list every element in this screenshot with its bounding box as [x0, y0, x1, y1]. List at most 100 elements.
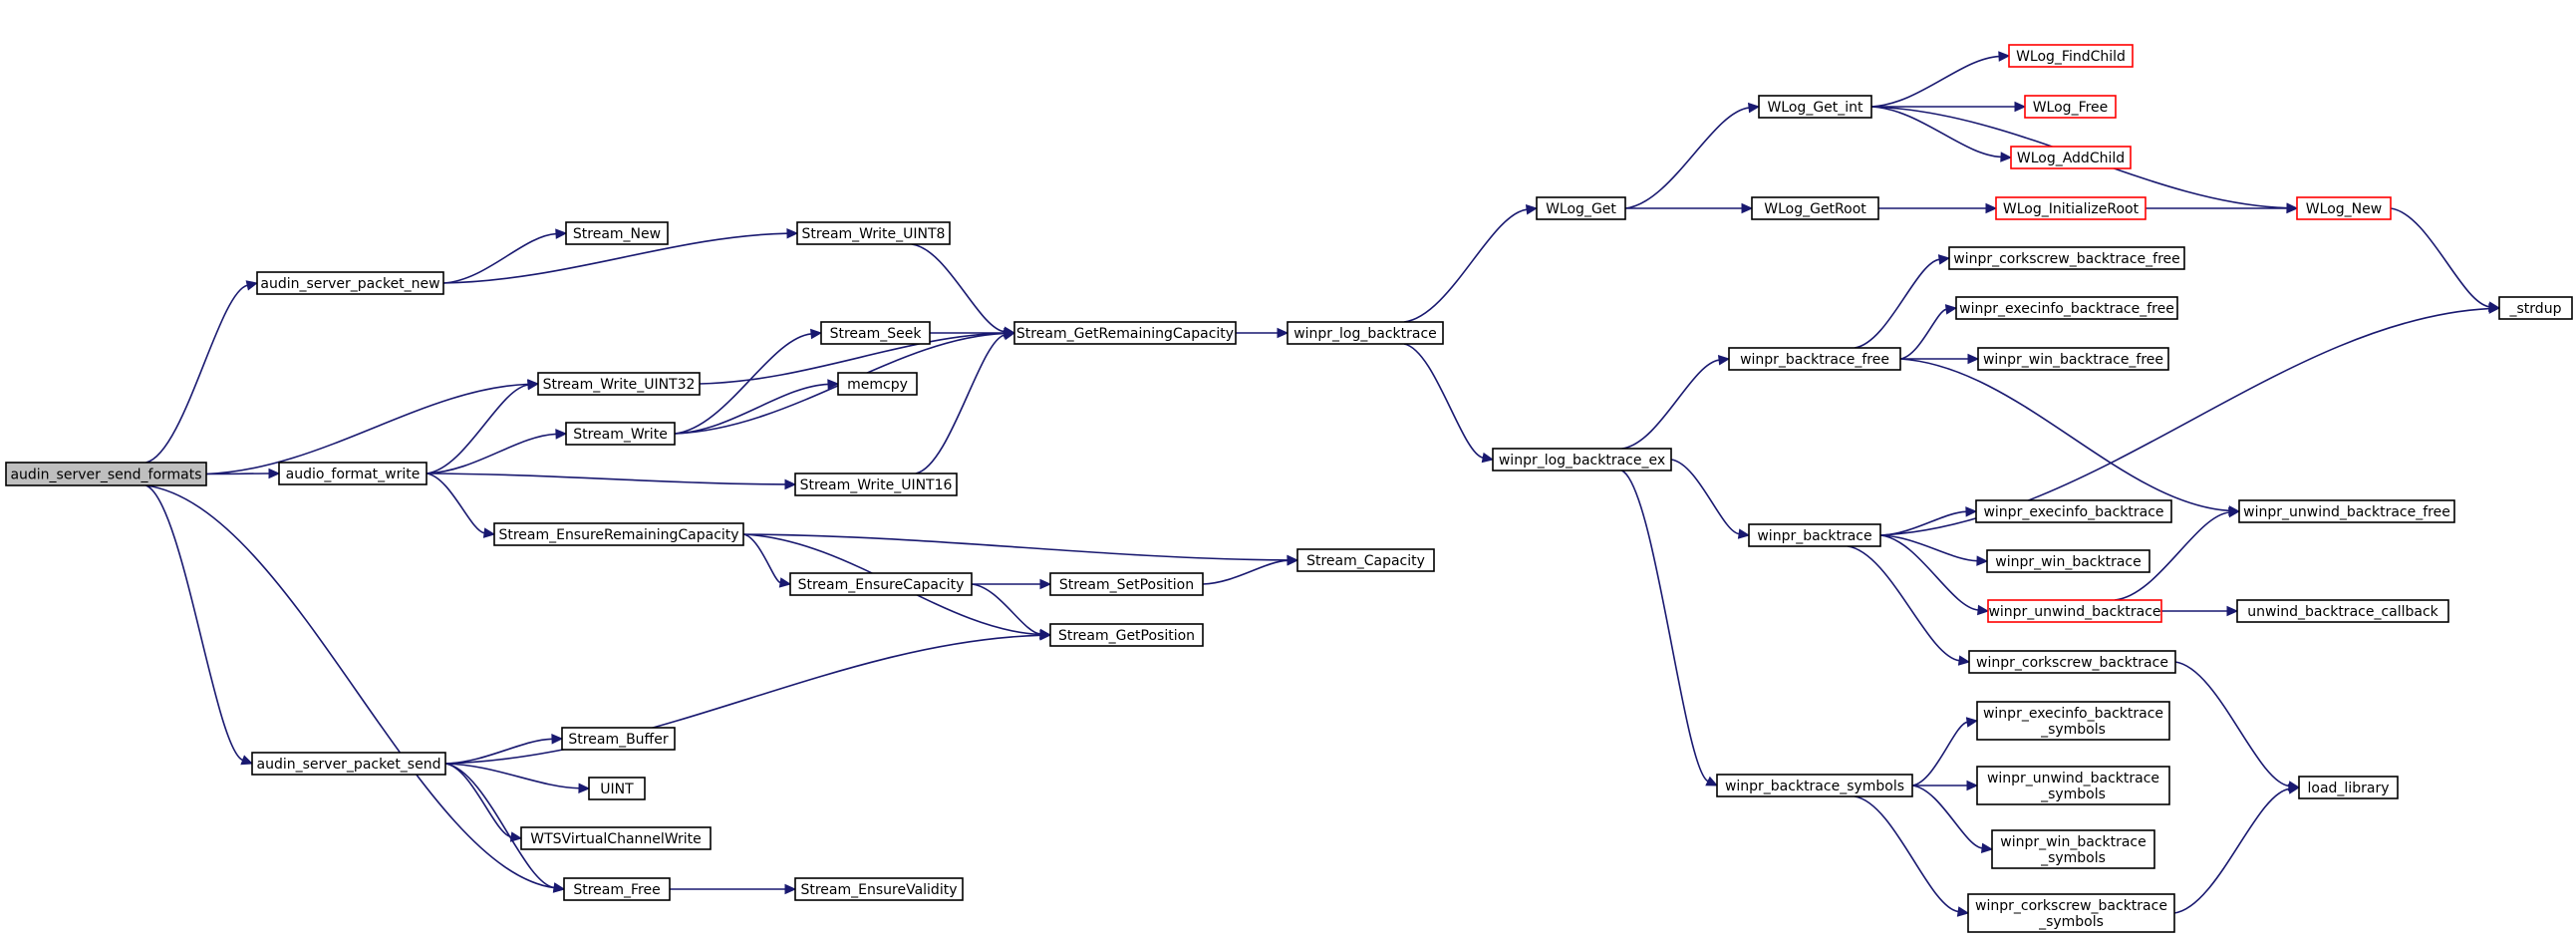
node-win-bt-free[interactable]: winpr_win_backtrace_free: [1977, 347, 2169, 371]
edge-line: [145, 284, 248, 464]
edge-line: [1870, 55, 2000, 108]
node-box: [2008, 44, 2134, 68]
node-execinfo-sym[interactable]: winpr_execinfo_backtrace_symbols: [1976, 701, 2170, 741]
edge-backtrace-to-execinfo_bt: [1879, 506, 1978, 536]
node-write-uint16[interactable]: Stream_Write_UINT16: [794, 472, 958, 496]
node-load-library[interactable]: load_library: [2298, 776, 2399, 799]
edge-wlog_getroot-to-wlog_initroot: [1878, 202, 1998, 214]
node-label: _strdup: [2509, 301, 2562, 317]
edge-line: [1870, 106, 2002, 158]
node-corkscrew-bt[interactable]: winpr_corkscrew_backtrace: [1968, 650, 2176, 674]
node-unwind-bt-free[interactable]: winpr_unwind_backtrace_free: [2238, 499, 2455, 523]
node-format-write[interactable]: audio_format_write: [278, 462, 428, 485]
node-write-uint8[interactable]: Stream_Write_UINT8: [796, 221, 951, 245]
arrowhead: [2488, 303, 2501, 314]
node-box: [2498, 296, 2573, 320]
node-wlog-initroot[interactable]: WLog_InitializeRoot: [1995, 196, 2147, 220]
edge-backtrace_free-to-win_bt_free: [1900, 353, 1980, 365]
arrowhead: [2000, 152, 2013, 162]
node-box: [1287, 321, 1444, 345]
node-backtrace[interactable]: winpr_backtrace: [1748, 523, 1881, 547]
node-backtrace-free[interactable]: winpr_backtrace_free: [1728, 347, 1901, 371]
node-box: [1296, 548, 1435, 572]
node-label: Stream_Write_UINT16: [800, 477, 953, 493]
arrowhead: [245, 280, 259, 291]
arrowhead: [778, 577, 792, 588]
arrowhead: [1039, 630, 1052, 641]
node-stream-free[interactable]: Stream_Free: [563, 877, 671, 901]
node-packet-send[interactable]: audin_server_packet_send: [251, 752, 446, 776]
node-wlog-addchild[interactable]: WLog_AddChild: [2010, 146, 2132, 169]
edge-stream_write-to-memcpy: [674, 379, 840, 435]
node-box: [2024, 95, 2117, 119]
edge-line: [426, 384, 529, 474]
edge-root-to-write_uint32: [205, 379, 540, 475]
edge-line: [911, 243, 1005, 333]
node-unwind-cb[interactable]: unwind_backtrace_callback: [2236, 599, 2449, 623]
edge-corkscrew_sym-to-load_library: [2173, 784, 2301, 914]
edge-line: [1879, 510, 1967, 536]
edge-packet_new-to-stream_new: [442, 228, 568, 284]
node-unwind-bt[interactable]: winpr_unwind_backtrace: [1987, 599, 2162, 623]
node-root[interactable]: audin_server_send_formats: [5, 462, 207, 486]
node-label: winpr_win_backtrace_free: [1983, 352, 2163, 368]
node-stream-write[interactable]: Stream_Write: [565, 422, 676, 446]
arrowhead: [1287, 555, 1299, 566]
node-packet-new[interactable]: audin_server_packet_new: [256, 271, 444, 295]
node-box: [2010, 146, 2132, 169]
node-write-uint32[interactable]: Stream_Write_UINT32: [537, 372, 701, 396]
node-label: _symbols: [2040, 722, 2106, 738]
node-bt-symbols[interactable]: winpr_backtrace_symbols: [1716, 774, 1913, 797]
edge-line: [205, 383, 529, 475]
node-label: Stream_Buffer: [568, 732, 668, 748]
edge-bt_symbols-to-execinfo_sym: [1911, 717, 1979, 786]
node-ensure-remaining[interactable]: Stream_EnsureRemainingCapacity: [493, 522, 744, 546]
arrowhead: [1980, 842, 1994, 854]
node-set-position[interactable]: Stream_SetPosition: [1049, 572, 1204, 596]
node-label: winpr_backtrace: [1757, 528, 1871, 544]
node-corkscrew-sym[interactable]: winpr_corkscrew_backtrace_symbols: [1967, 893, 2175, 933]
node-uint[interactable]: UINT: [588, 777, 646, 800]
edge-line: [2390, 207, 2490, 308]
edge-wlog_initroot-to-wlog_new: [2146, 202, 2299, 214]
edge-root-to-stream_free: [145, 484, 566, 893]
node-wlog-new[interactable]: WLog_New: [2296, 196, 2392, 220]
node-stream-capacity[interactable]: Stream_Capacity: [1296, 548, 1435, 572]
node-label: winpr_backtrace_free: [1740, 352, 1889, 368]
node-win-bt[interactable]: winpr_win_backtrace: [1986, 549, 2150, 573]
node-get-remaining[interactable]: Stream_GetRemainingCapacity: [1013, 321, 1237, 345]
edge-set_position-to-stream_capacity: [1202, 555, 1299, 585]
node-log-backtrace[interactable]: winpr_log_backtrace: [1287, 321, 1444, 345]
edge-line: [426, 433, 557, 474]
node-wlog-findchild[interactable]: WLog_FindChild: [2008, 44, 2134, 68]
node-win-sym[interactable]: winpr_win_backtrace_symbols: [1991, 829, 2155, 869]
node-wlog-get-int[interactable]: WLog_Get_int: [1758, 95, 1872, 119]
node-wlog-get[interactable]: WLog_Get: [1536, 196, 1626, 220]
node-memcpy[interactable]: memcpy: [837, 372, 918, 396]
node-wts-write[interactable]: WTSVirtualChannelWrite: [520, 826, 712, 850]
node-stream-seek[interactable]: Stream_Seek: [820, 321, 931, 345]
node-label: _symbols: [2040, 786, 2106, 802]
edge-line: [1879, 534, 1978, 562]
node-ensure-capacity[interactable]: Stream_EnsureCapacity: [789, 572, 973, 596]
edge-line: [442, 232, 788, 284]
node-stream-new[interactable]: Stream_New: [565, 221, 669, 245]
node-log-backtrace-ex[interactable]: winpr_log_backtrace_ex: [1492, 448, 1672, 472]
node-strdup[interactable]: _strdup: [2498, 296, 2573, 320]
edge-format_write-to-stream_write: [426, 429, 568, 474]
node-ensure-validity[interactable]: Stream_EnsureValidity: [794, 877, 964, 901]
node-wlog-getroot[interactable]: WLog_GetRoot: [1751, 196, 1879, 220]
arrowhead: [482, 527, 496, 538]
node-label: _symbols: [2038, 914, 2104, 930]
node-label: audin_server_packet_new: [260, 276, 439, 292]
node-box: [256, 271, 444, 295]
node-corkscrew-bt-free[interactable]: winpr_corkscrew_backtrace_free: [1948, 246, 2185, 270]
node-stream-buffer[interactable]: Stream_Buffer: [561, 727, 676, 751]
node-unwind-sym[interactable]: winpr_unwind_backtrace_symbols: [1976, 766, 2170, 805]
node-execinfo-bt[interactable]: winpr_execinfo_backtrace: [1975, 499, 2172, 523]
arrowhead: [1937, 254, 1951, 265]
node-get-position[interactable]: Stream_GetPosition: [1049, 623, 1204, 647]
node-label: _symbols: [2040, 850, 2106, 866]
node-wlog-free[interactable]: WLog_Free: [2024, 95, 2117, 119]
node-execinfo-bt-free[interactable]: winpr_execinfo_backtrace_free: [1955, 296, 2178, 320]
